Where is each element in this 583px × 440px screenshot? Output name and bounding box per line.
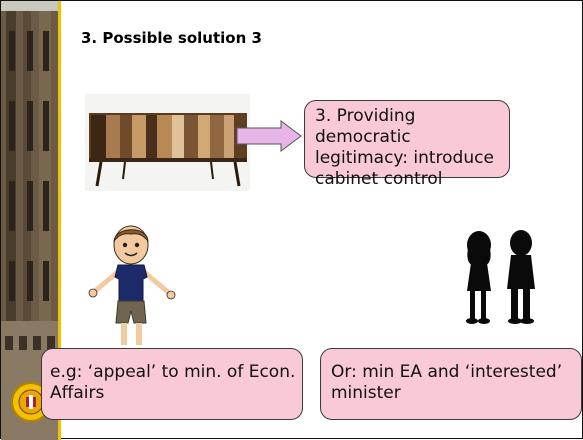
silhouette-couple (466, 230, 535, 324)
interested-minister-bubble: Or: min EA and ‘interested’ minister (320, 348, 582, 420)
boy-figure (88, 225, 176, 345)
slide-title: 3. Possible solution 3 (81, 29, 262, 47)
accent-rule (58, 1, 61, 440)
arrow-right-icon (236, 120, 302, 152)
providing-legitimacy-bubble: 3. Providing democratic legitimacy: intr… (304, 100, 510, 189)
appeal-minister-bubble: e.g: ‘appeal’ to min. of Econ. Affairs (41, 348, 303, 420)
sideboard-image (85, 94, 250, 191)
tower-photo (1, 1, 58, 440)
